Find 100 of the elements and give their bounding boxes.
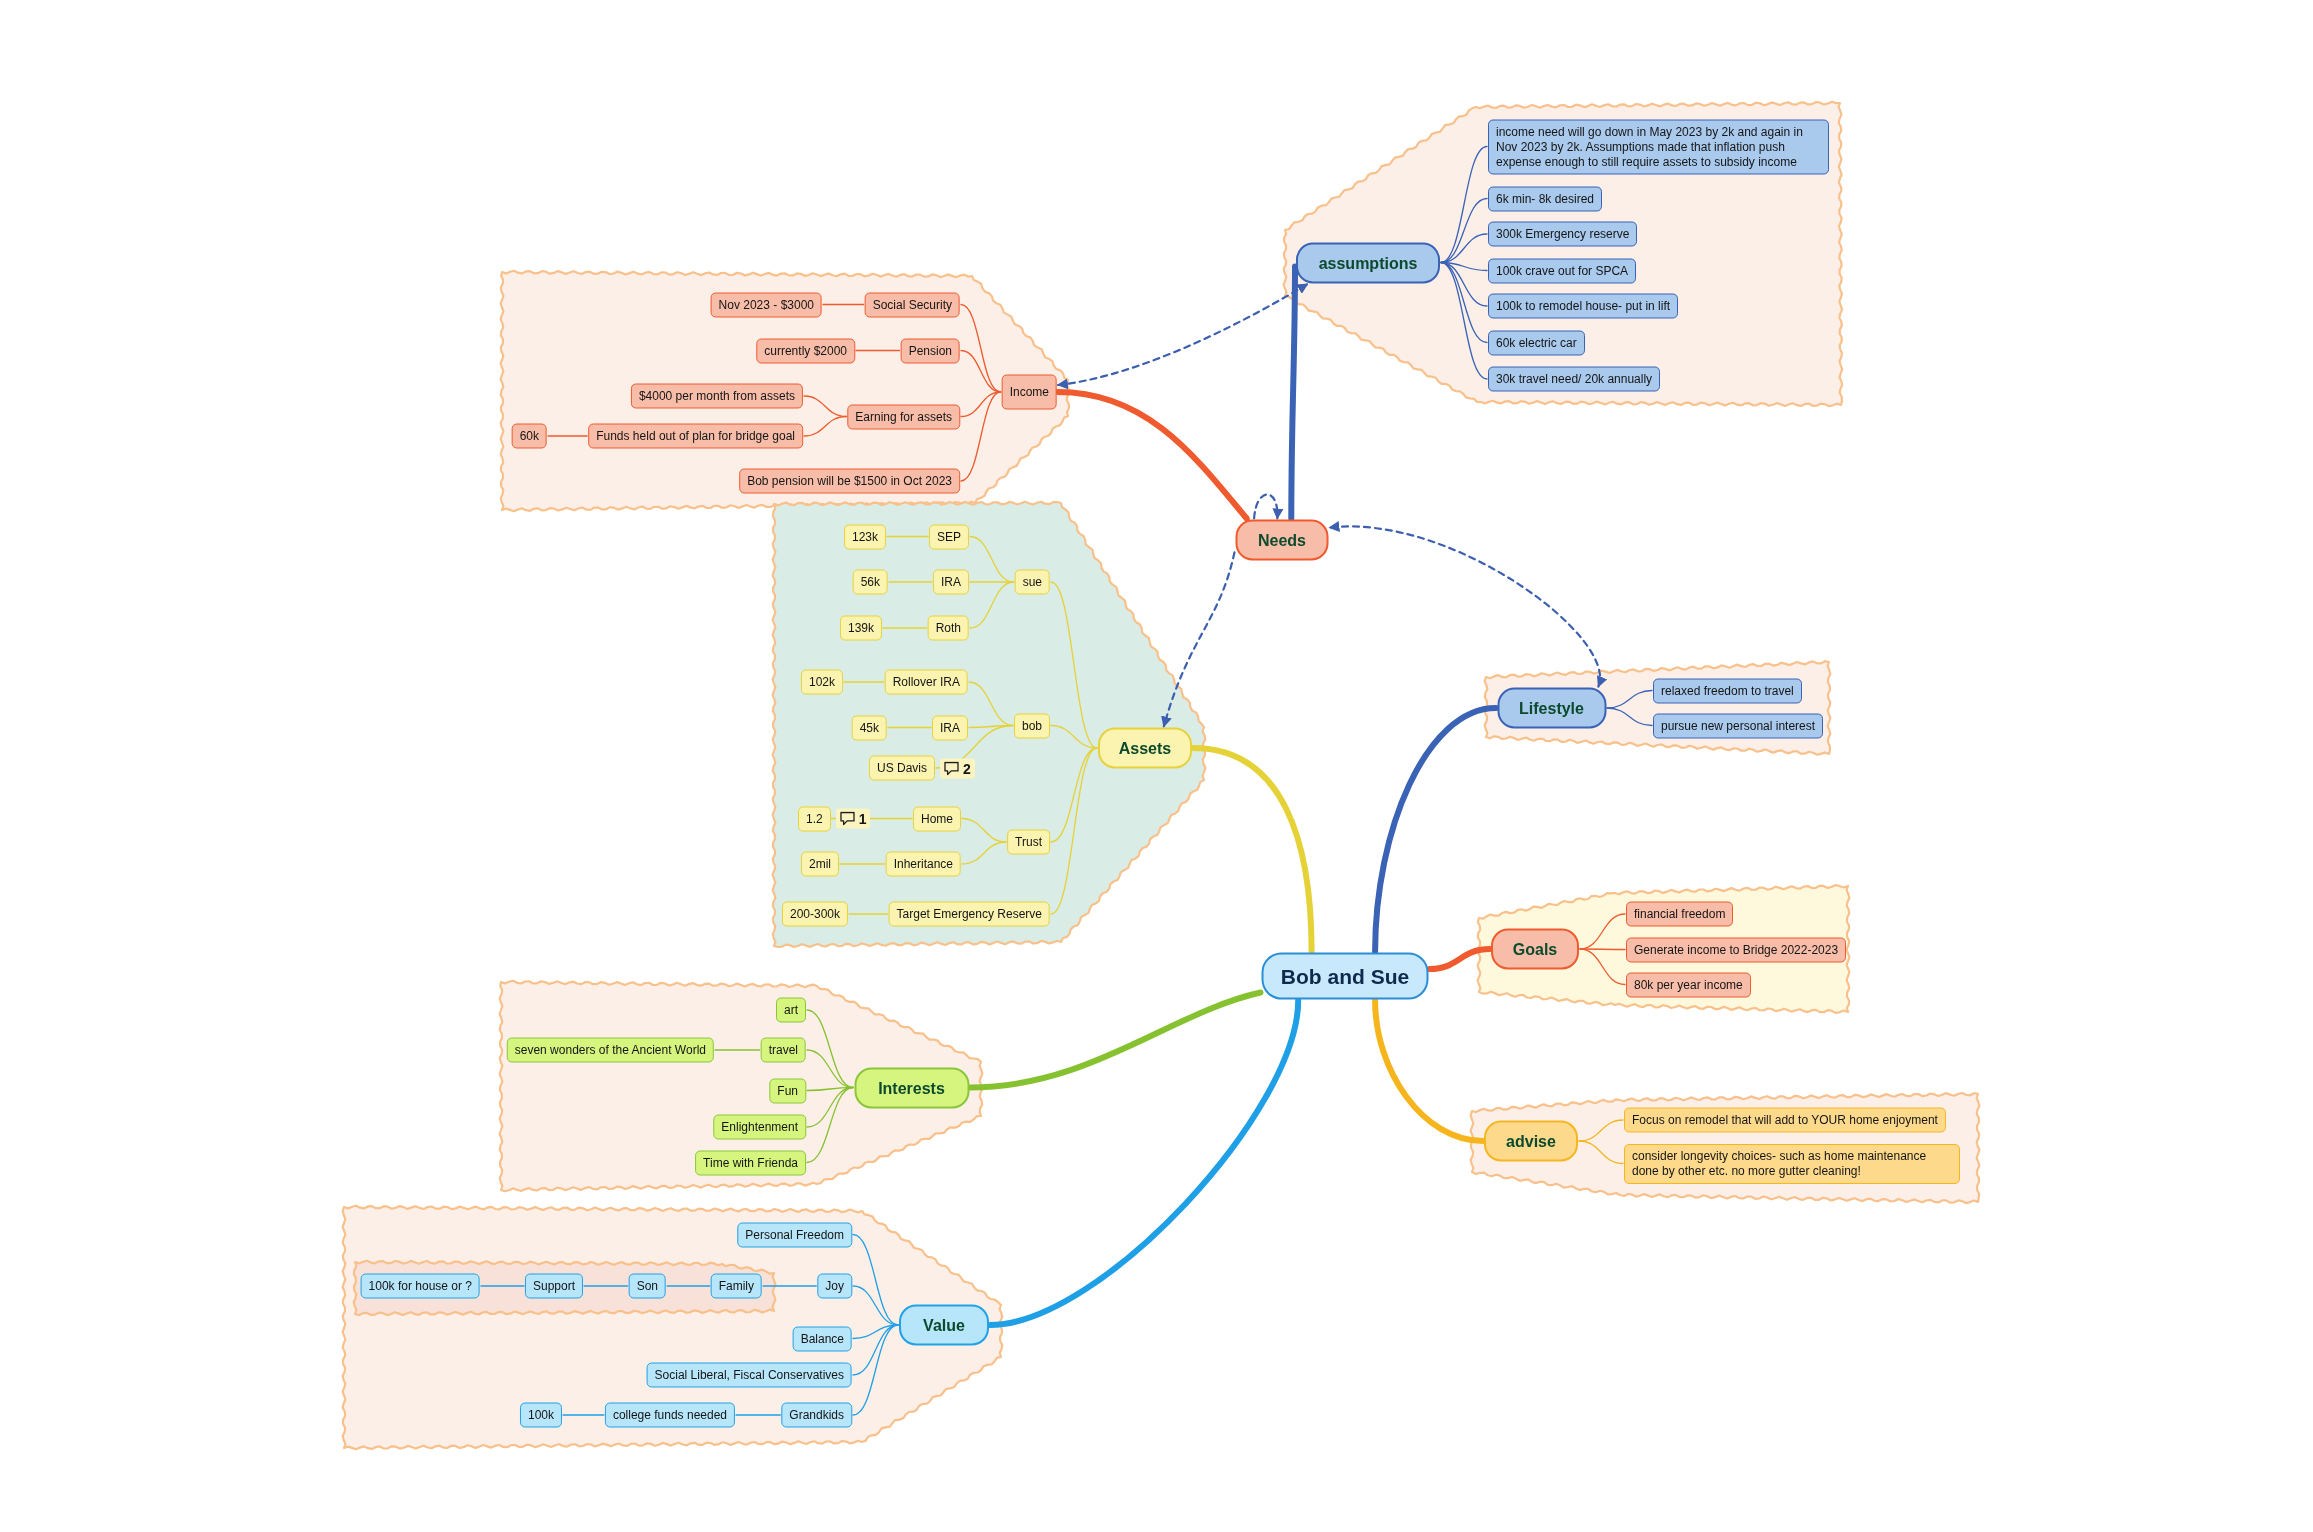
branch-line (1055, 389, 1250, 522)
subtopic: Trust (1007, 829, 1050, 855)
subtopic: Personal Freedom (737, 1222, 852, 1247)
main-topic: Needs (1235, 519, 1329, 561)
branch-line (803, 415, 847, 437)
subtopic: Target Emergency Reserve (888, 901, 1050, 927)
subtopic: 60k electric car (1488, 330, 1585, 355)
branch-line (887, 726, 932, 729)
branch-line (969, 581, 1015, 583)
subtopic: 123k (843, 524, 886, 549)
branch-line (1190, 745, 1315, 955)
subtopic: Joy (817, 1273, 852, 1299)
dashed-arrow (1328, 521, 1605, 688)
branch-line (822, 303, 865, 306)
subtopic: Social Liberal, Fiscal Conservatives (646, 1362, 852, 1388)
subtopic: Rollover IRA (884, 669, 968, 695)
subtopic: Roth (927, 615, 969, 641)
dashed-arrow (1253, 493, 1283, 520)
branch-line (969, 581, 1015, 629)
subtopic: 100k for house or ? (360, 1273, 480, 1299)
subtopic: Home (913, 806, 961, 831)
subtopic: Support (524, 1273, 583, 1299)
subtopic: Time with Frienda (695, 1150, 806, 1175)
subtopic: seven wonders of the Ancient World (506, 1037, 714, 1063)
branch-line (547, 435, 588, 437)
main-topic: Value (899, 1304, 989, 1346)
wavy-boundary (497, 978, 985, 1194)
subtopic: Funds held out of plan for bridge goal (588, 423, 803, 449)
subtopic: sue (1014, 569, 1050, 595)
subtopic: 6k min- 8k desired (1488, 186, 1603, 211)
branch-line (666, 1285, 711, 1287)
subtopic: college funds needed (604, 1402, 735, 1428)
wavy-boundary (340, 1203, 1005, 1452)
subtopic: pursue new personal interest (1653, 713, 1824, 738)
dashed-arrow (1056, 282, 1309, 389)
subtopic: US Davis (869, 755, 935, 781)
main-topic: advise (1484, 1120, 1578, 1162)
subtopic: consider longevity choices- such as home maintenance done by other etc. no more gutter cleaning! (1624, 1143, 1960, 1184)
subtopic: 1.2 (798, 806, 831, 831)
subtopic: 45k (851, 715, 887, 740)
branch-line (806, 1009, 854, 1089)
branch-line (806, 1086, 854, 1164)
subtopic: 100k (519, 1402, 562, 1428)
branch-line (855, 349, 901, 352)
branch-line (1372, 705, 1499, 955)
subtopic: 100k to remodel house- put in lift (1488, 293, 1679, 319)
branch-line (852, 1285, 899, 1326)
subtopic: 60k (511, 423, 547, 449)
branch-line (961, 841, 1007, 865)
branch-line (852, 1324, 899, 1416)
subtopic: IRA (933, 569, 969, 595)
subtopic: Nov 2023 - $3000 (710, 292, 822, 317)
branch-line (960, 391, 1002, 418)
wavy-boundary (498, 268, 1072, 514)
branch-line (480, 1285, 525, 1287)
subtopic: Fun (769, 1078, 806, 1103)
wavy-boundary (1482, 658, 1833, 758)
main-topic: Assets (1098, 727, 1192, 769)
subtopic: relaxed freedom to travel (1653, 678, 1802, 703)
subtopic: Pension (900, 338, 960, 363)
subtopic: art (776, 997, 806, 1023)
subtopic: 56k (852, 569, 888, 595)
comment-count: 2 (963, 760, 971, 776)
subtopic: Inheritance (885, 851, 961, 877)
subtopic: Bob pension will be $1500 in Oct 2023 (739, 468, 960, 494)
branch-line (1578, 1140, 1624, 1165)
branch-line (583, 1285, 629, 1287)
subtopic: Earning for assets (847, 404, 960, 429)
branch-line (1606, 689, 1653, 709)
branch-line (935, 724, 1014, 769)
comment-count: 1 (858, 810, 867, 827)
subtopic: 300k Emergency reserve (1488, 221, 1638, 247)
dashed-arrow (1161, 551, 1236, 728)
branch-line (848, 913, 889, 915)
main-topic: Interests (854, 1067, 969, 1108)
subtopic: Grandkids (781, 1402, 852, 1428)
subtopic: Focus on remodel that will add to YOUR home enjoyment (1624, 1107, 1946, 1133)
branch-line (1440, 197, 1488, 264)
branch-line (886, 535, 929, 538)
branch-line (562, 1414, 605, 1416)
branch-line (735, 1414, 781, 1416)
subtopic: bob (1013, 713, 1050, 738)
branch-line (839, 863, 886, 865)
branch-line (1606, 707, 1653, 727)
branch-line (1579, 948, 1626, 951)
subtopic: 30k travel need/ 20k annually (1488, 366, 1661, 392)
branch-line (714, 1049, 761, 1051)
branch-line (1288, 263, 1298, 522)
subtopic: $4000 per month from assets (630, 383, 803, 409)
branch-line (762, 1285, 817, 1287)
branch-line (1579, 948, 1626, 986)
subtopic: SEP (929, 524, 969, 549)
subtopic: 200-300k (781, 901, 848, 927)
wavy-boundary (1281, 99, 1845, 409)
branch-line (888, 581, 933, 583)
subtopic: Son (628, 1273, 666, 1299)
subtopic: financial freedom (1626, 901, 1734, 927)
branch-line (831, 817, 913, 820)
wavy-boundary (770, 499, 1208, 950)
branch-line (852, 1324, 899, 1340)
